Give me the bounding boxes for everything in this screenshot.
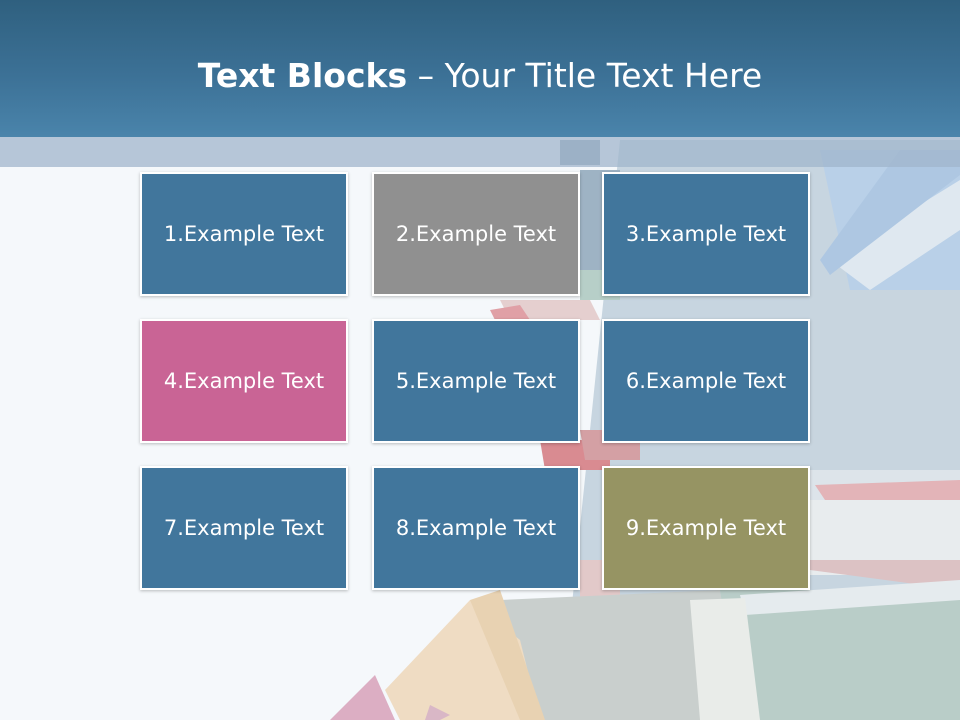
title-dash: – [407,56,445,95]
title-bold-text: Text Blocks [197,56,408,95]
text-block-8[interactable]: 8.Example Text [372,466,580,590]
text-block-7[interactable]: 7.Example Text [140,466,348,590]
title-rest-text: Your Title Text Here [444,56,763,95]
text-block-4[interactable]: 4.Example Text [140,319,348,443]
text-block-5[interactable]: 5.Example Text [372,319,580,443]
text-block-9[interactable]: 9.Example Text [602,466,810,590]
header-accent-band [0,137,960,167]
slide-title: Text Blocks – Your Title Text Here [0,54,960,98]
title-bar [0,0,960,137]
text-block-2[interactable]: 2.Example Text [372,172,580,296]
text-block-1[interactable]: 1.Example Text [140,172,348,296]
text-block-6[interactable]: 6.Example Text [602,319,810,443]
text-block-3[interactable]: 3.Example Text [602,172,810,296]
